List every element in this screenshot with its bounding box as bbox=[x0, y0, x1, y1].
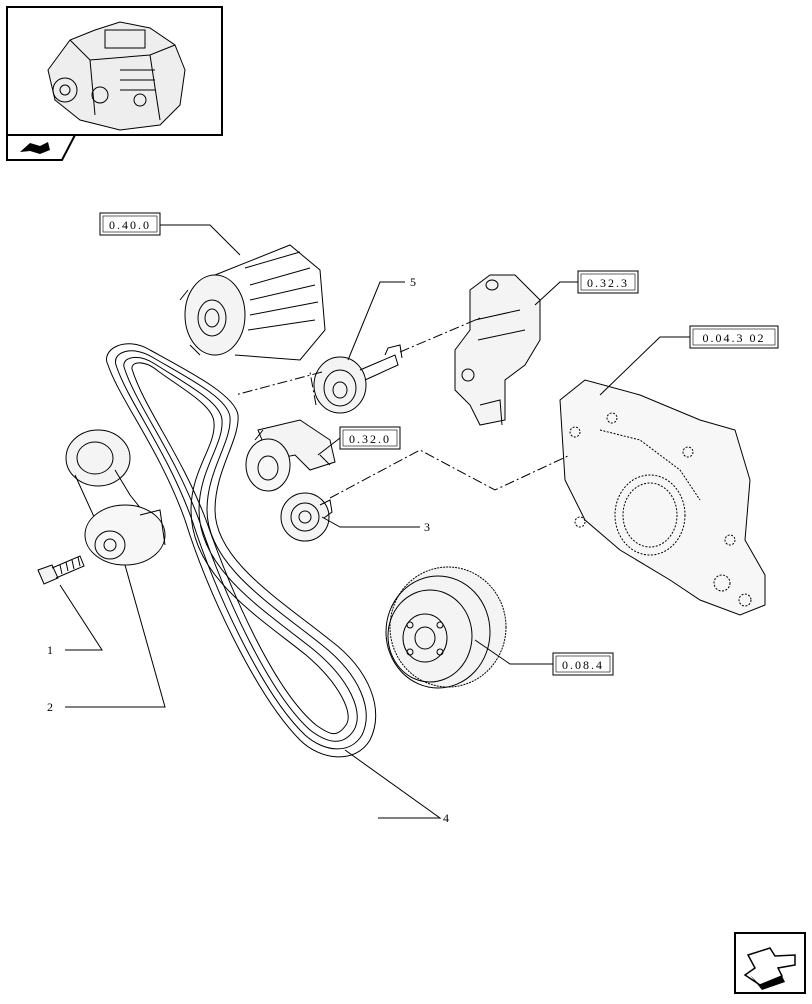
bolt[interactable] bbox=[37, 555, 85, 585]
ref-label-damper: 0.08.4 bbox=[562, 658, 604, 672]
next-page-arrow-icon[interactable] bbox=[734, 932, 806, 994]
idler-pulley-lower[interactable] bbox=[280, 492, 333, 542]
ref-box-tensioner-bracket[interactable]: 0.32.0 bbox=[339, 426, 401, 450]
callout-5: 5 bbox=[410, 275, 416, 289]
idler-pulley-upper[interactable] bbox=[313, 344, 403, 414]
water-pump[interactable] bbox=[454, 274, 541, 426]
tensioner-bracket[interactable] bbox=[245, 419, 336, 492]
vibration-damper[interactable] bbox=[385, 566, 507, 689]
timing-cover[interactable] bbox=[559, 379, 766, 616]
ref-box-water-pump[interactable]: 0.32.3 bbox=[577, 270, 639, 294]
ref-box-alternator[interactable]: 0.40.0 bbox=[99, 212, 161, 236]
assembly-lines bbox=[234, 317, 571, 499]
callout-1: 1 bbox=[47, 643, 53, 657]
callout-2: 2 bbox=[47, 700, 53, 714]
ref-label-timing-cover: 0.04.3 02 bbox=[703, 331, 766, 345]
leader-lines bbox=[59, 224, 690, 819]
ref-label-water-pump: 0.32.3 bbox=[587, 276, 629, 290]
engine-thumbnail-icon bbox=[47, 21, 186, 131]
arrow-badge-icon[interactable] bbox=[6, 134, 77, 161]
ref-box-damper[interactable]: 0.08.4 bbox=[552, 652, 614, 676]
drive-belt[interactable] bbox=[106, 343, 377, 758]
alternator[interactable] bbox=[179, 244, 326, 361]
callout-3: 3 bbox=[424, 520, 430, 534]
ref-label-alternator: 0.40.0 bbox=[109, 218, 151, 232]
belt-tensioner[interactable] bbox=[65, 429, 166, 566]
engine-thumbnail[interactable] bbox=[6, 6, 223, 136]
callout-4: 4 bbox=[443, 811, 449, 825]
ref-box-timing-cover[interactable]: 0.04.3 02 bbox=[689, 325, 779, 349]
ref-label-tensioner-bracket: 0.32.0 bbox=[349, 432, 391, 446]
